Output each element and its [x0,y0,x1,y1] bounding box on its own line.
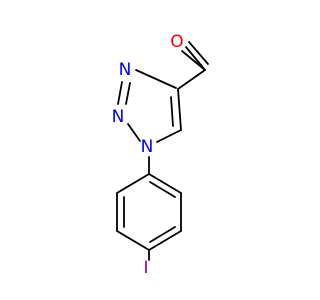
bond-c5-n1 [156,129,182,143]
atom-label-nitrogen-2: N [112,107,125,127]
ring-bond-1 [148,173,182,194]
bond-c-o-double-a [185,46,206,71]
atom-label-nitrogen-3: N [119,60,132,80]
bond-n2-n3-double-a [117,81,123,105]
bond-n2-n3-double-b [125,82,131,105]
bond-c4-aldehyde [177,69,206,90]
atom-label-layer: O N N N I [112,32,184,278]
ring-bond-4 [116,230,150,251]
ring-bond-3 [148,230,182,251]
bond-c4-c5-double-a [177,88,182,131]
bond-n1-n2 [127,123,141,142]
ring-inner-bond-a [149,181,176,198]
bond-n3-c4 [135,69,177,89]
atom-label-nitrogen-1: N [141,137,154,157]
bond-c-h-aldehyde [181,50,206,71]
ring-bond-6 [116,173,150,194]
bond-layer [116,41,209,261]
bond-c-o-double-b [188,41,209,65]
bond-c4-c5-double-b [170,96,174,127]
atom-label-iodine: I [143,258,148,278]
molecule-structure: O N N N I [112,32,209,278]
atom-label-oxygen: O [170,32,183,52]
ring-inner-bond-b [149,226,176,243]
